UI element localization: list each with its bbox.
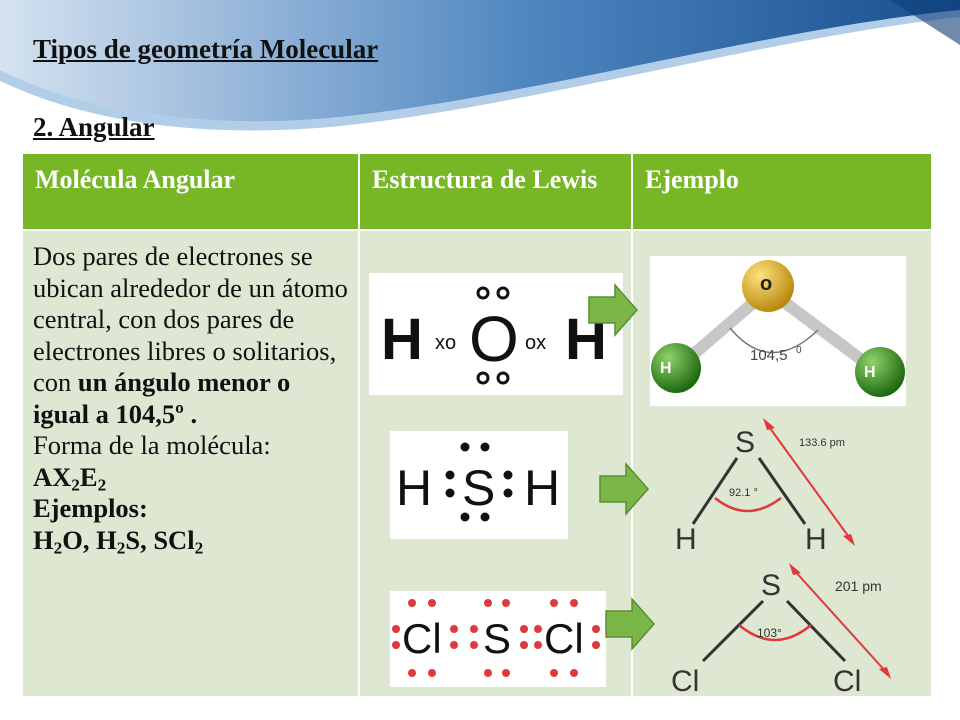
forma-label: Forma de la molécula: [33,430,271,460]
example-h2s-h-right: H [805,523,827,556]
ejemplos-list: H2O, H2S, SCl2 [33,524,204,557]
header-ejemplo: Ejemplo [632,154,931,231]
lewis-h2s-dots [445,442,513,522]
example-scl2-s-label: S [761,569,781,602]
arrow-icon [605,597,655,651]
lewis-water-sym-left: xo [435,332,456,354]
example-water-o-label: o [760,273,772,295]
example-scl2-cl-left: Cl [671,665,699,696]
example-water-angle: 104,5 [750,347,788,364]
ejemplos-label: Ejemplos: [33,493,148,523]
lewis-scl2-s: S [483,615,511,662]
header-molecula: Molécula Angular [23,154,360,231]
example-h2s-bond: 133.6 pm [799,437,845,449]
lewis-scl2-cl-right: Cl [544,615,584,662]
lewis-scl2-diagram: Cl S Cl [390,591,606,687]
geometry-table: Molécula Angular Estructura de Lewis Eje… [23,154,931,696]
lewis-water-sym-right: ox [525,332,546,354]
header-lewis: Estructura de Lewis [359,154,633,231]
arrow-icon [588,283,638,337]
example-scl2-diagram: S Cl Cl 103° 201 pm [671,563,891,696]
lewis-h2s-diagram: H S H [390,431,568,539]
example-cell: o H H 104,5 0 S H H 92.1 ° [632,230,931,696]
description-cell: Dos pares de electrones se ubican alrede… [23,230,360,696]
description-text: Dos pares de electrones se ubican alrede… [33,241,348,397]
lewis-scl2-dots [392,599,600,677]
lewis-h2s-h-left: H [396,460,432,516]
example-water-h-right: H [864,364,876,381]
slide-title: Tipos de geometría Molecular [33,34,379,64]
slide-subtitle: 2. Angular [33,112,155,142]
lewis-water-lone-pairs [476,286,510,385]
lewis-water-h-left: H [381,307,423,372]
example-h2s-s-label: S [735,426,755,459]
example-scl2-cl-right: Cl [833,665,861,696]
example-water-model: o H H 104,5 0 [650,256,906,406]
arrow-icon [599,462,649,516]
example-h2s-angle: 92.1 ° [729,487,758,499]
example-h2s-diagram: S H H 92.1 ° 133.6 pm [675,418,855,556]
lewis-water-diagram: H xo O ox H [369,273,623,395]
description-bold: un ángulo menor o igual a 104,5º . [33,367,291,429]
lewis-h2s-s: S [462,460,495,516]
example-h2s-h-left: H [675,523,697,556]
lewis-h2s-h-right: H [524,460,560,516]
svg-text:0: 0 [796,345,802,356]
example-scl2-angle: 103° [757,626,782,640]
lewis-water-o: O [469,303,519,375]
lewis-scl2-cl-left: Cl [402,615,442,662]
formula-ax2e2: AX2E2 [33,461,107,494]
example-scl2-bond: 201 pm [835,578,882,594]
header-banner [0,0,960,133]
example-water-h-left: H [660,360,672,377]
lewis-cell: H xo O ox H H S H [359,230,633,696]
